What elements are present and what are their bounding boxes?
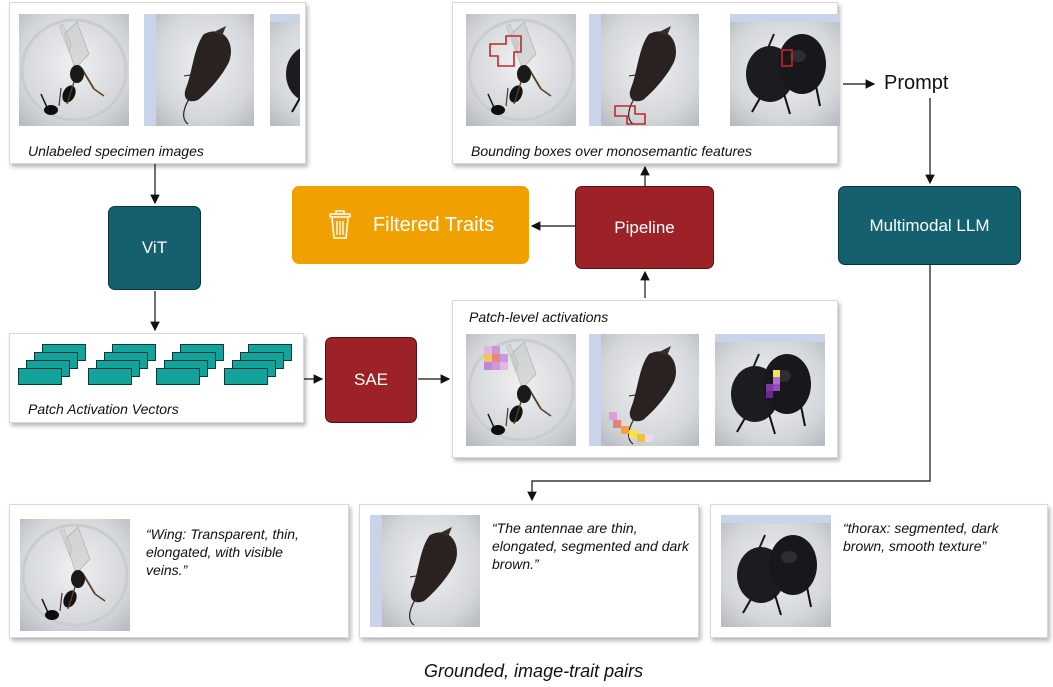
result-quote-wing: “Wing: Transparent, thin, elongated, wit… xyxy=(146,526,299,578)
moth-specimen-image xyxy=(144,14,254,126)
wasp-specimen-image xyxy=(19,14,129,126)
multimodal-llm-label: Multimodal LLM xyxy=(869,215,990,235)
bounding-box-thorax xyxy=(781,49,793,67)
trash-icon xyxy=(327,210,353,240)
moth-activation-image xyxy=(589,334,699,446)
filtered-traits-box: Filtered Traits xyxy=(292,186,529,264)
bounding-box-wing xyxy=(489,35,522,67)
pipeline-label: Pipeline xyxy=(614,217,675,237)
wasp-result-image xyxy=(20,519,130,631)
grounded-pairs-caption: Grounded, image-trait pairs xyxy=(424,661,644,681)
result-panel-wing: “Wing: Transparent, thin, elongated, wit… xyxy=(9,504,349,638)
wasp-activation-image xyxy=(466,334,576,446)
vit-label: ViT xyxy=(141,238,168,257)
wasp-bounding-image xyxy=(466,14,576,126)
patch-activations-panel: Patch-level activations xyxy=(452,300,838,458)
beetle-bounding-image xyxy=(730,14,840,126)
filtered-traits-label: Filtered Traits xyxy=(372,213,495,236)
patch-vectors-caption: Patch Activation Vectors xyxy=(28,401,179,417)
unlabeled-images-caption: Unlabeled specimen images xyxy=(28,143,204,159)
sae-box: SAE xyxy=(325,337,417,423)
pipeline-box: Pipeline xyxy=(575,186,714,269)
beetle-result-image xyxy=(721,515,831,627)
result-quote-antennae: “The antennae are thin, elongated, segme… xyxy=(492,520,689,572)
unlabeled-images-panel: Unlabeled specimen images xyxy=(9,2,306,164)
patch-activations-caption: Patch-level activations xyxy=(469,309,609,325)
multimodal-llm-box: Multimodal LLM xyxy=(838,186,1021,265)
bounding-boxes-panel: Bounding boxes over monosemantic feature… xyxy=(452,2,838,164)
prompt-label: Prompt xyxy=(884,72,949,94)
bounding-box-antenna xyxy=(614,105,646,125)
beetle-specimen-image xyxy=(270,14,300,126)
moth-bounding-image xyxy=(589,14,699,126)
patch-vectors-panel: Patch Activation Vectors xyxy=(9,333,304,423)
beetle-activation-image xyxy=(715,334,825,446)
result-panel-thorax: “thorax: segmented, dark brown, smooth t… xyxy=(710,504,1048,638)
vit-box: ViT xyxy=(108,206,201,290)
bounding-boxes-caption: Bounding boxes over monosemantic feature… xyxy=(471,143,752,159)
sae-label: SAE xyxy=(353,370,389,389)
result-quote-thorax: “thorax: segmented, dark brown, smooth t… xyxy=(843,520,999,554)
result-panel-antennae: “The antennae are thin, elongated, segme… xyxy=(359,504,699,638)
moth-result-image xyxy=(370,515,480,627)
